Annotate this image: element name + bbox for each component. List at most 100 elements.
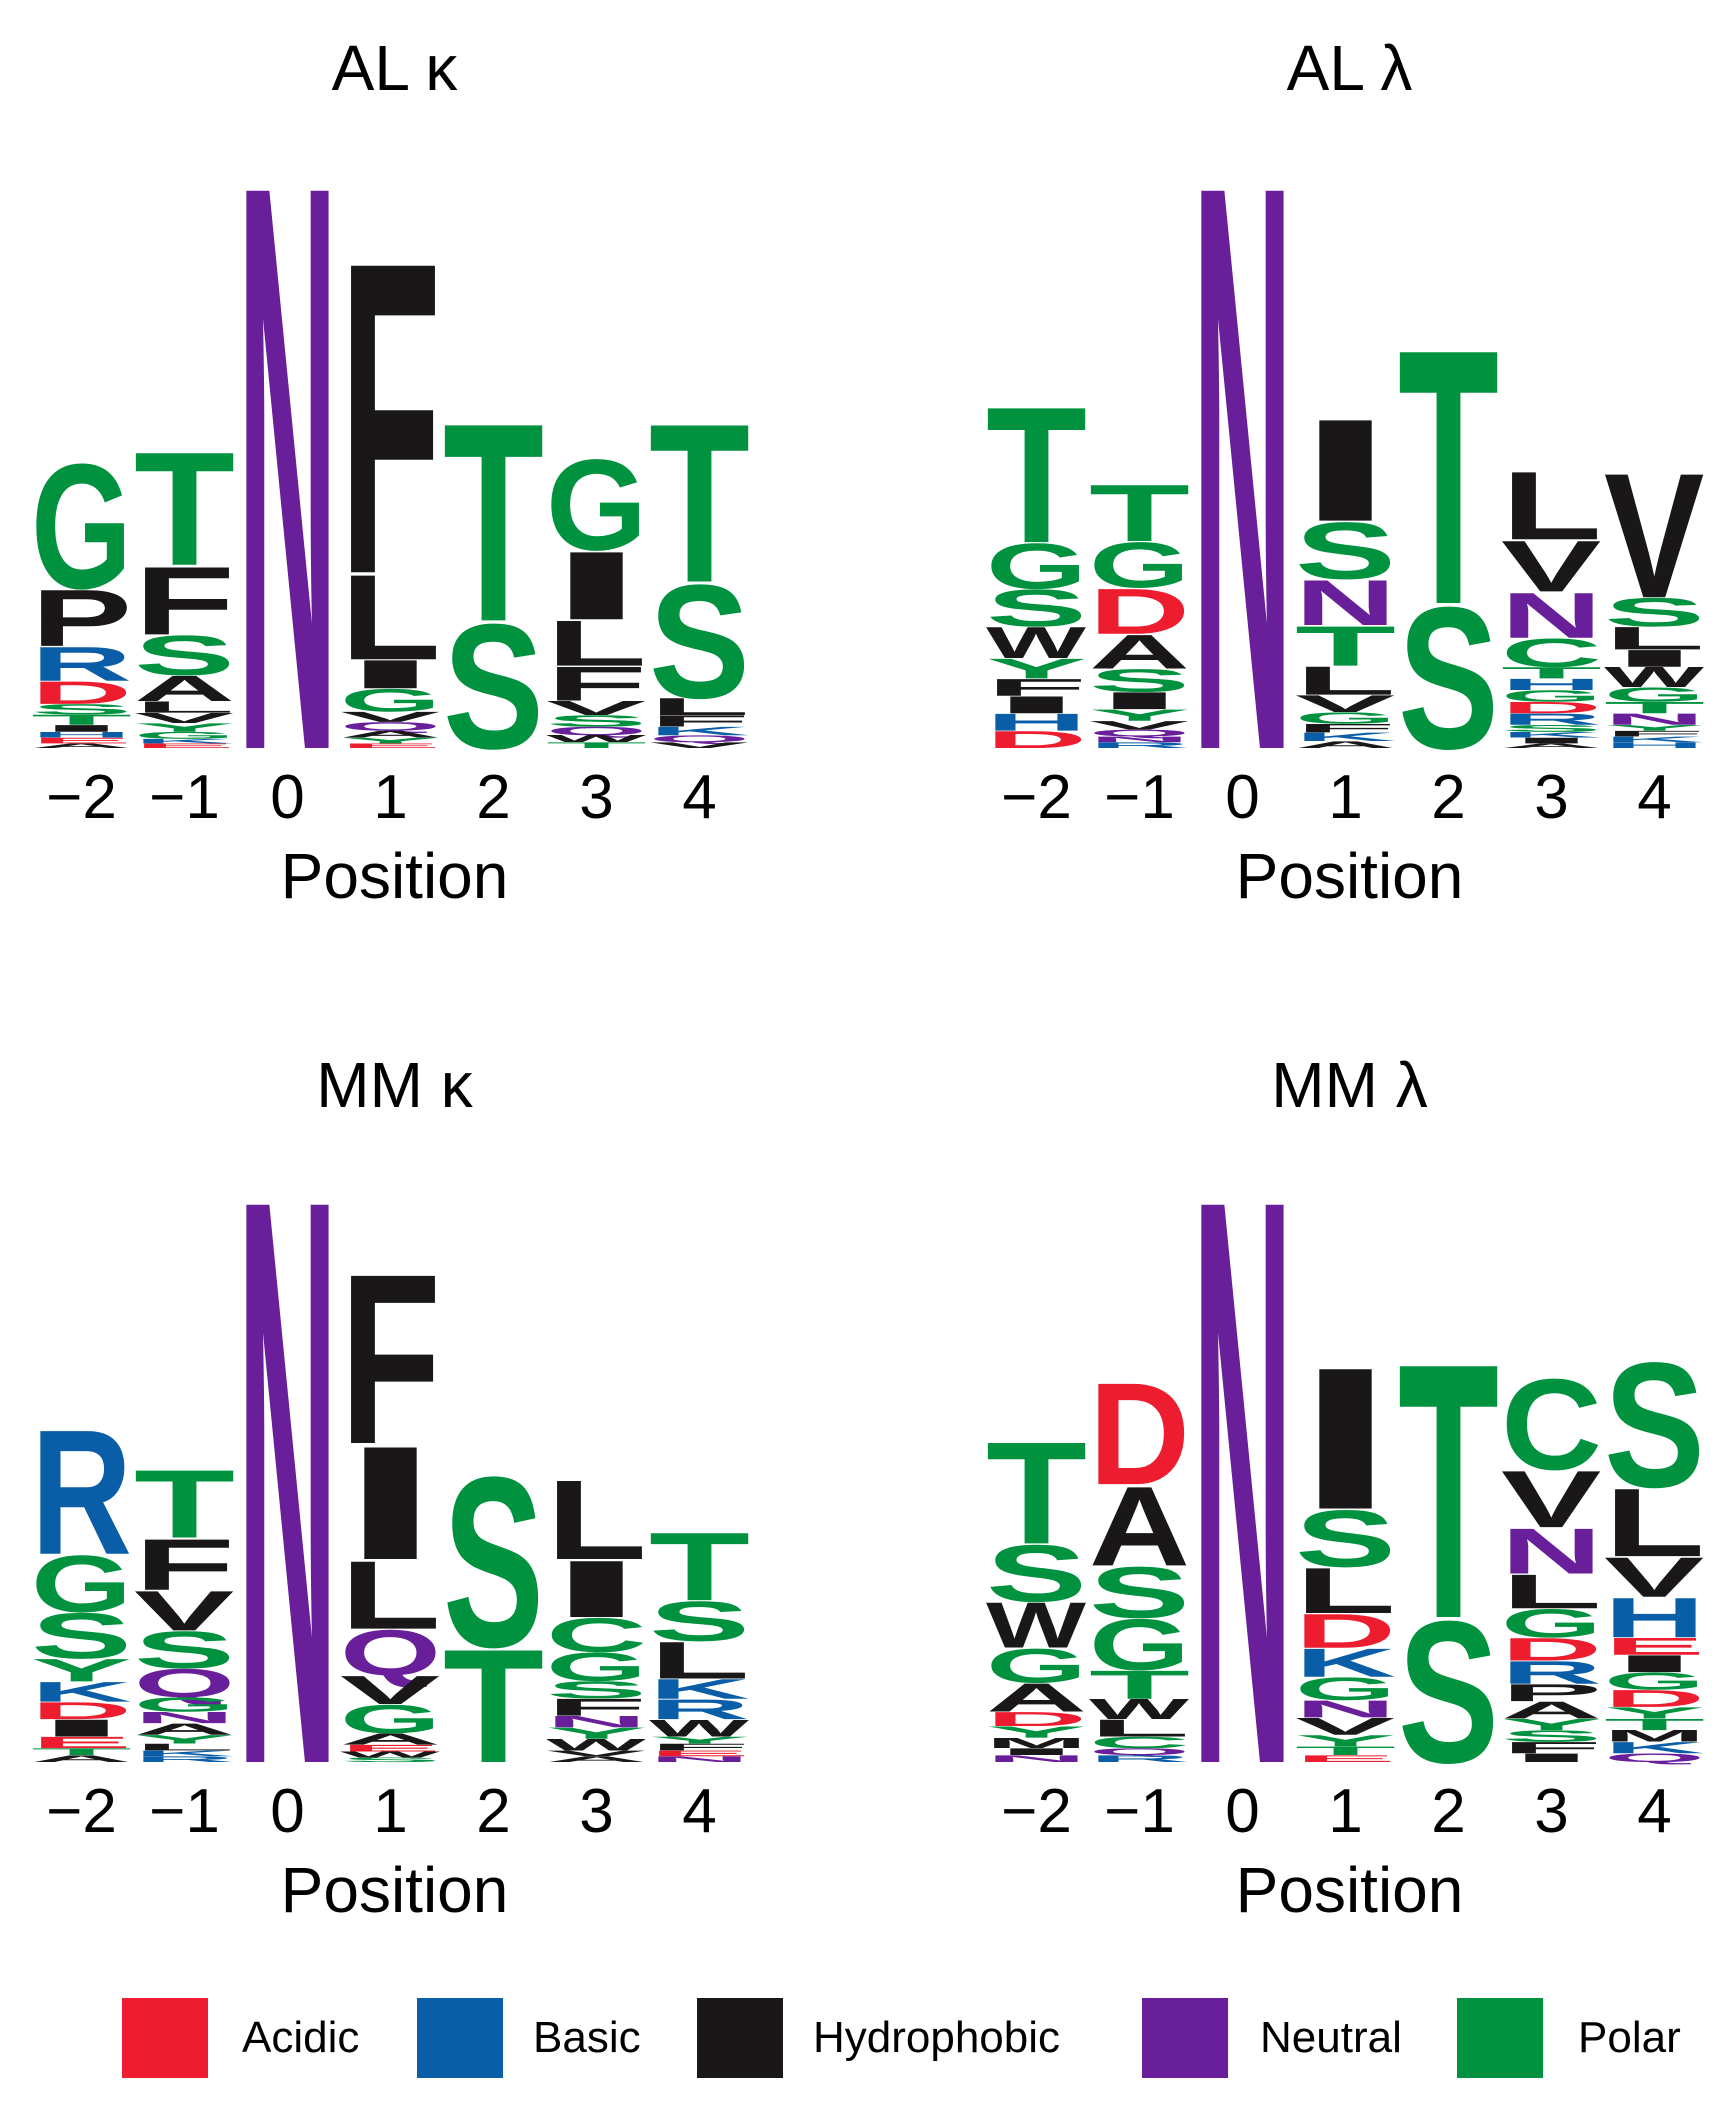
residue-glyph: K [1604,1739,1705,1757]
residue-glyph: Q [134,1661,235,1706]
residue-glyph: E [31,736,132,745]
residue-glyph: D [31,675,132,711]
residue-glyph: T [443,1616,544,1797]
residue-glyph: A [340,729,441,740]
residue-glyph: M [1604,1727,1705,1745]
residue-glyph: L [1604,1468,1705,1577]
residue-glyph: S [1501,723,1602,734]
residue-glyph: S [649,552,750,733]
residue-glyph: C [1501,1352,1602,1497]
residue-glyph: T [1295,1744,1396,1758]
residue-glyph: A [1295,739,1396,750]
residue-glyph: Y [1089,706,1190,724]
residue-glyph: A [1089,625,1190,679]
residue-glyph: V [1501,1454,1601,1545]
residue-glyph: E [31,1733,132,1751]
position-tick-label: −1 [149,1777,220,1846]
position-tick-label: 3 [579,763,613,832]
position-tick-label: 3 [1534,1777,1568,1846]
residue-glyph: N [546,1713,647,1731]
residue-glyph: L [134,698,235,716]
residue-glyph: F [1501,1739,1602,1757]
residue-glyph: N [649,1755,750,1764]
residue-glyph: Y [134,1732,235,1746]
residue-glyph: K [649,1673,750,1704]
residue-glyph: N [1604,710,1705,728]
residue-glyph: R [31,1392,132,1591]
residue-glyph: D [986,726,1087,753]
residue-glyph: F [546,657,647,711]
logo-column: N [237,16,338,920]
residue-glyph: W [649,1715,750,1742]
residue-glyph: L [649,693,750,720]
residue-glyph: F [986,674,1087,701]
residue-glyph: I [340,1412,441,1593]
residue-glyph: V [1604,1546,1704,1609]
residue-glyph: D [1089,575,1190,648]
residue-glyph: T [986,1412,1087,1575]
residue-glyph: G [1604,1667,1705,1694]
residue-glyph: Y [986,653,1087,685]
panel-title: AL κ [332,32,459,104]
residue-glyph: K [1604,735,1705,744]
residue-glyph: G [340,1697,441,1742]
residue-glyph: A [1089,1463,1190,1589]
residue-glyph: I [986,691,1087,718]
residue-glyph: Y [1604,1704,1705,1722]
residue-glyph: Q [340,1616,441,1689]
residue-glyph: E [1295,1753,1396,1764]
residue-glyph: G [1295,709,1396,727]
residue-glyph: E [340,742,441,749]
residue-glyph: C [1089,1734,1190,1752]
residue-glyph: T [986,368,1087,585]
residue-glyph: V [546,1749,646,1758]
residue-glyph: T [1089,468,1190,559]
residue-glyph: S [1295,1493,1396,1584]
residue-glyph: S [986,1528,1087,1619]
residue-glyph: Q [1604,1751,1705,1765]
residue-glyph: F [1295,721,1396,735]
residue-glyph: R [1501,1654,1602,1690]
residue-glyph: I [546,1544,647,1634]
legend-swatch [417,1998,503,2078]
residue-glyph: T [134,1449,235,1558]
residue-glyph: L [1295,1554,1396,1627]
residue-glyph: S [1398,565,1499,792]
residue-glyph: I [340,652,441,697]
residue-glyph: R [1089,1753,1190,1764]
legend-label: Basic [533,2013,641,2062]
residue-glyph: W [1604,662,1705,693]
position-tick-label: 4 [682,763,716,832]
residue-glyph: N [237,1030,338,1934]
position-tick-label: 2 [1431,763,1465,832]
residue-glyph: E [649,1749,750,1758]
residue-glyph: T [1398,273,1499,680]
x-axis-label: Position [281,1854,509,1926]
residue-glyph: S [1604,1326,1705,1525]
residue-glyph: D [1501,699,1602,717]
residue-glyph: N [1501,580,1602,653]
position-tick-label: 0 [1225,763,1259,832]
residue-glyph: T [31,712,132,728]
residue-glyph: I [1295,1326,1396,1552]
residue-glyph: G [31,1538,132,1629]
residue-glyph: T [1295,615,1396,678]
position-tick-label: 1 [1328,1777,1362,1846]
residue-glyph: D [31,1697,132,1724]
residue-glyph: T [649,377,750,631]
residue-glyph: F [546,1694,647,1721]
residue-glyph: I [1089,687,1190,714]
